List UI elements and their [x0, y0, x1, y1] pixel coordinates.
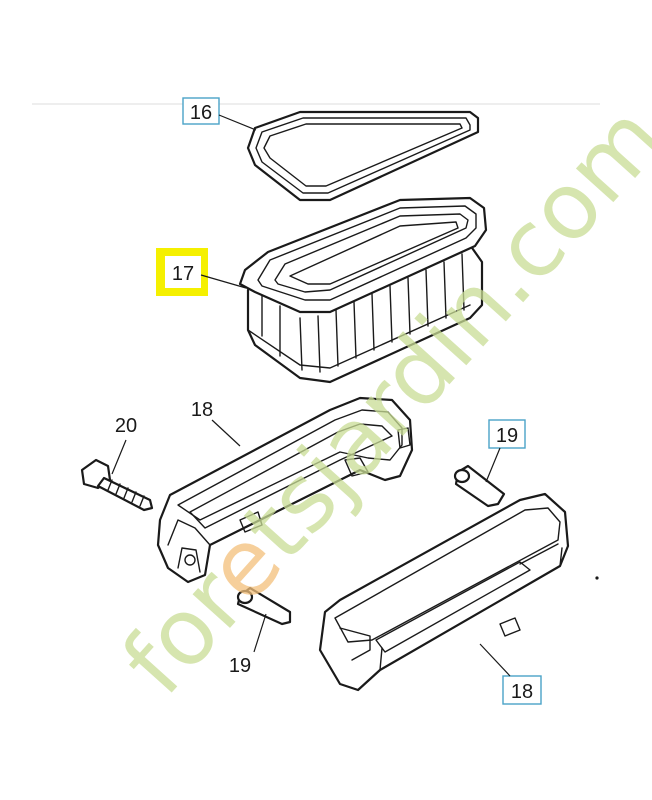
label-20-text: 20 — [115, 415, 137, 437]
label-16-text: 16 — [190, 102, 212, 124]
label-17-text: 17 — [172, 263, 194, 285]
part-19-lower-pin — [236, 586, 292, 626]
part-16-gasket — [246, 110, 480, 202]
label-20: 20 — [111, 415, 137, 475]
part-19-upper-pin — [453, 464, 506, 508]
label-17-highlighted: 17 — [156, 248, 247, 296]
label-18-top: 18 — [191, 399, 241, 447]
label-19-bottom-text: 19 — [229, 655, 251, 677]
label-18-bottom: 18 — [479, 643, 542, 705]
part-18-lower-cover — [318, 492, 599, 692]
label-18-bottom-text: 18 — [511, 681, 533, 703]
label-16: 16 — [182, 97, 257, 131]
label-18-top-text: 18 — [191, 399, 213, 421]
part-20-screw — [80, 458, 154, 512]
label-19-top: 19 — [485, 419, 526, 483]
label-19-bottom: 19 — [229, 613, 267, 677]
label-19-top-text: 19 — [496, 425, 518, 447]
part-18-upper-holder — [156, 396, 414, 584]
part-17-air-filter — [238, 196, 488, 384]
